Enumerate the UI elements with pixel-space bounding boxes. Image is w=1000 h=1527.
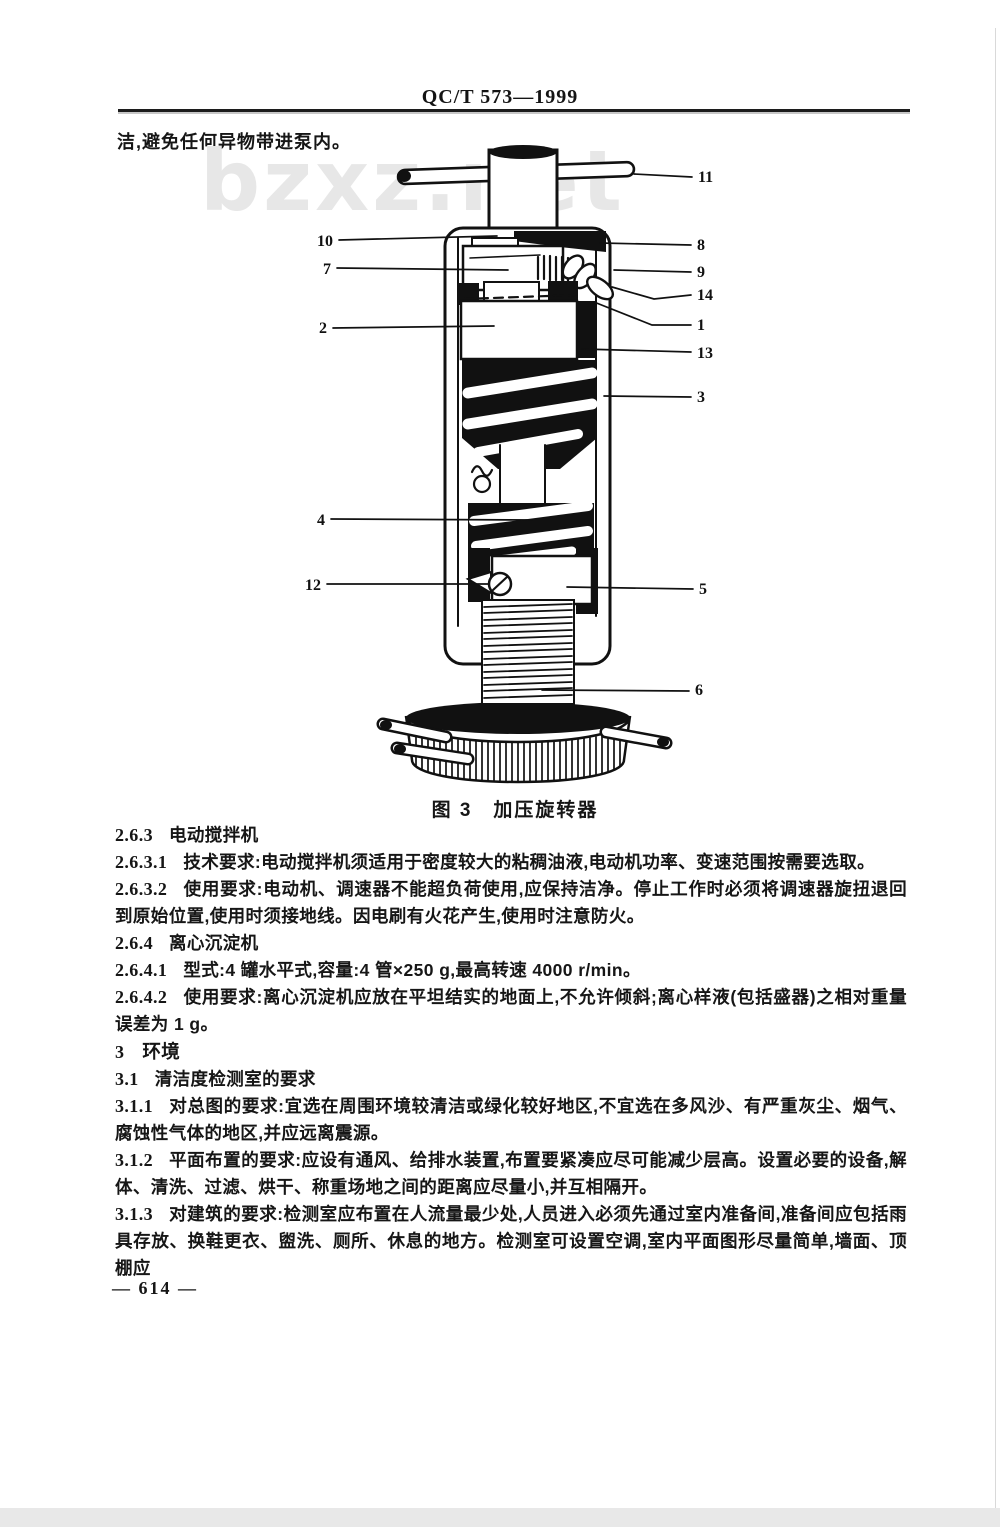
clause-text: 对总图的要求:宜选在周围环境较清洁或绿化较好地区,不宜选在多风沙、有严重灰尘、烟…	[115, 1096, 907, 1143]
clause-text: 电动搅拌机	[169, 825, 259, 845]
callout-14: 14	[697, 287, 713, 304]
paragraph-2-6-4-1: 2.6.4.1 型式:4 罐水平式,容量:4 管×250 g,最高转速 4000 …	[115, 957, 907, 984]
callout-10: 10	[317, 233, 333, 250]
stem-cylinder	[487, 145, 559, 236]
callout-2: 2	[319, 320, 327, 337]
clause-number: 3.1	[115, 1069, 139, 1089]
figure-caption: 图 3 加压旋转器	[431, 800, 599, 821]
clause-number: 2.6.3	[115, 825, 153, 845]
body-text: 2.6.3 电动搅拌机 2.6.3.1 技术要求:电动搅拌机须适用于密度较大的粘稠油…	[115, 822, 907, 1282]
paragraph-2-6-4: 2.6.4 离心沉淀机	[115, 930, 907, 957]
callout-13: 13	[697, 345, 713, 362]
threaded-shaft	[481, 599, 575, 705]
scan-bottom-strip	[0, 1508, 1000, 1527]
callout-3: 3	[697, 389, 705, 406]
callout-9: 9	[697, 264, 705, 281]
body-top-shadow	[514, 231, 606, 252]
piston-side-shadow	[578, 301, 597, 358]
clause-text: 使用要求:电动机、调速器不能超负荷使用,应保持洁净。停止工作时必须将调速器旋扭退…	[115, 879, 907, 926]
base-wheel	[404, 702, 632, 784]
callout-11: 11	[698, 169, 713, 186]
page-number: — 614 —	[112, 1278, 198, 1298]
check-valve	[470, 465, 494, 494]
paragraph-3-1: 3.1 清洁度检测室的要求	[115, 1066, 907, 1093]
clause-text: 对建筑的要求:检测室应布置在人流量最少处,人员进入必须先通过室内准备间,准备间应…	[115, 1204, 907, 1278]
clause-text: 技术要求:电动搅拌机须适用于密度较大的粘稠油液,电动机功率、变速范围按需要选取。	[183, 852, 875, 872]
clause-text: 离心沉淀机	[169, 933, 259, 953]
set-screw	[465, 570, 513, 597]
paragraph-2-6-3: 2.6.3 电动搅拌机	[115, 822, 907, 849]
callout-leaders	[326, 173, 694, 692]
clause-number: 2.6.3.2	[115, 879, 168, 899]
clause-text: 清洁度检测室的要求	[154, 1069, 316, 1089]
clause-number: 3.1.1	[115, 1096, 153, 1116]
intro-paragraph: 洁,避免任何异物带进泵内。	[117, 132, 351, 152]
clause-number: 2.6.3.1	[115, 852, 168, 872]
callout-7: 7	[323, 261, 331, 278]
piston-block	[459, 299, 579, 361]
callout-5: 5	[699, 581, 707, 598]
paragraph-2-6-3-1: 2.6.3.1 技术要求:电动搅拌机须适用于密度较大的粘稠油液,电动机功率、变速范…	[115, 849, 907, 876]
document-code-header: QC/T 573—1999	[421, 86, 579, 108]
section-title: 环境	[142, 1041, 181, 1062]
clause-number: 2.6.4	[115, 933, 153, 953]
clause-text: 平面布置的要求:应设有通风、给排水装置,布置要紧凑应尽可能减少层高。设置必要的设…	[115, 1150, 907, 1197]
callout-6: 6	[695, 682, 703, 699]
scan-edge-line	[995, 28, 996, 1508]
callout-12: 12	[305, 577, 321, 594]
upper-spring	[462, 360, 598, 469]
base-handles	[376, 717, 673, 766]
figure-3-pressurized-rotator: 11 10 7 2 4 12 8 9 14 1 13 3 5 6	[305, 145, 713, 784]
clause-number: 2.6.4.1	[115, 960, 168, 980]
dashed-joint	[462, 293, 577, 301]
clause-text: 型式:4 罐水平式,容量:4 管×250 g,最高转速 4000 r/min。	[183, 960, 641, 980]
section-number: 3	[115, 1042, 125, 1062]
clause-number: 3.1.2	[115, 1150, 153, 1170]
callout-4: 4	[317, 512, 325, 529]
callout-1: 1	[697, 317, 705, 334]
clause-number: 2.6.4.2	[115, 987, 168, 1007]
center-tube	[499, 444, 546, 512]
valve-spring	[536, 254, 570, 283]
clause-number: 3.1.3	[115, 1204, 153, 1224]
callout-8: 8	[697, 237, 705, 254]
header-rule	[118, 109, 910, 112]
clause-text: 使用要求:离心沉淀机应放在平坦结实的地面上,不允许倾斜;离心样液(包括盛器)之相…	[115, 987, 907, 1034]
callout-numbers: 11 10 7 2 4 12 8 9 14 1 13 3 5 6	[305, 169, 713, 699]
section-heading-3: 3 环境	[115, 1038, 907, 1066]
